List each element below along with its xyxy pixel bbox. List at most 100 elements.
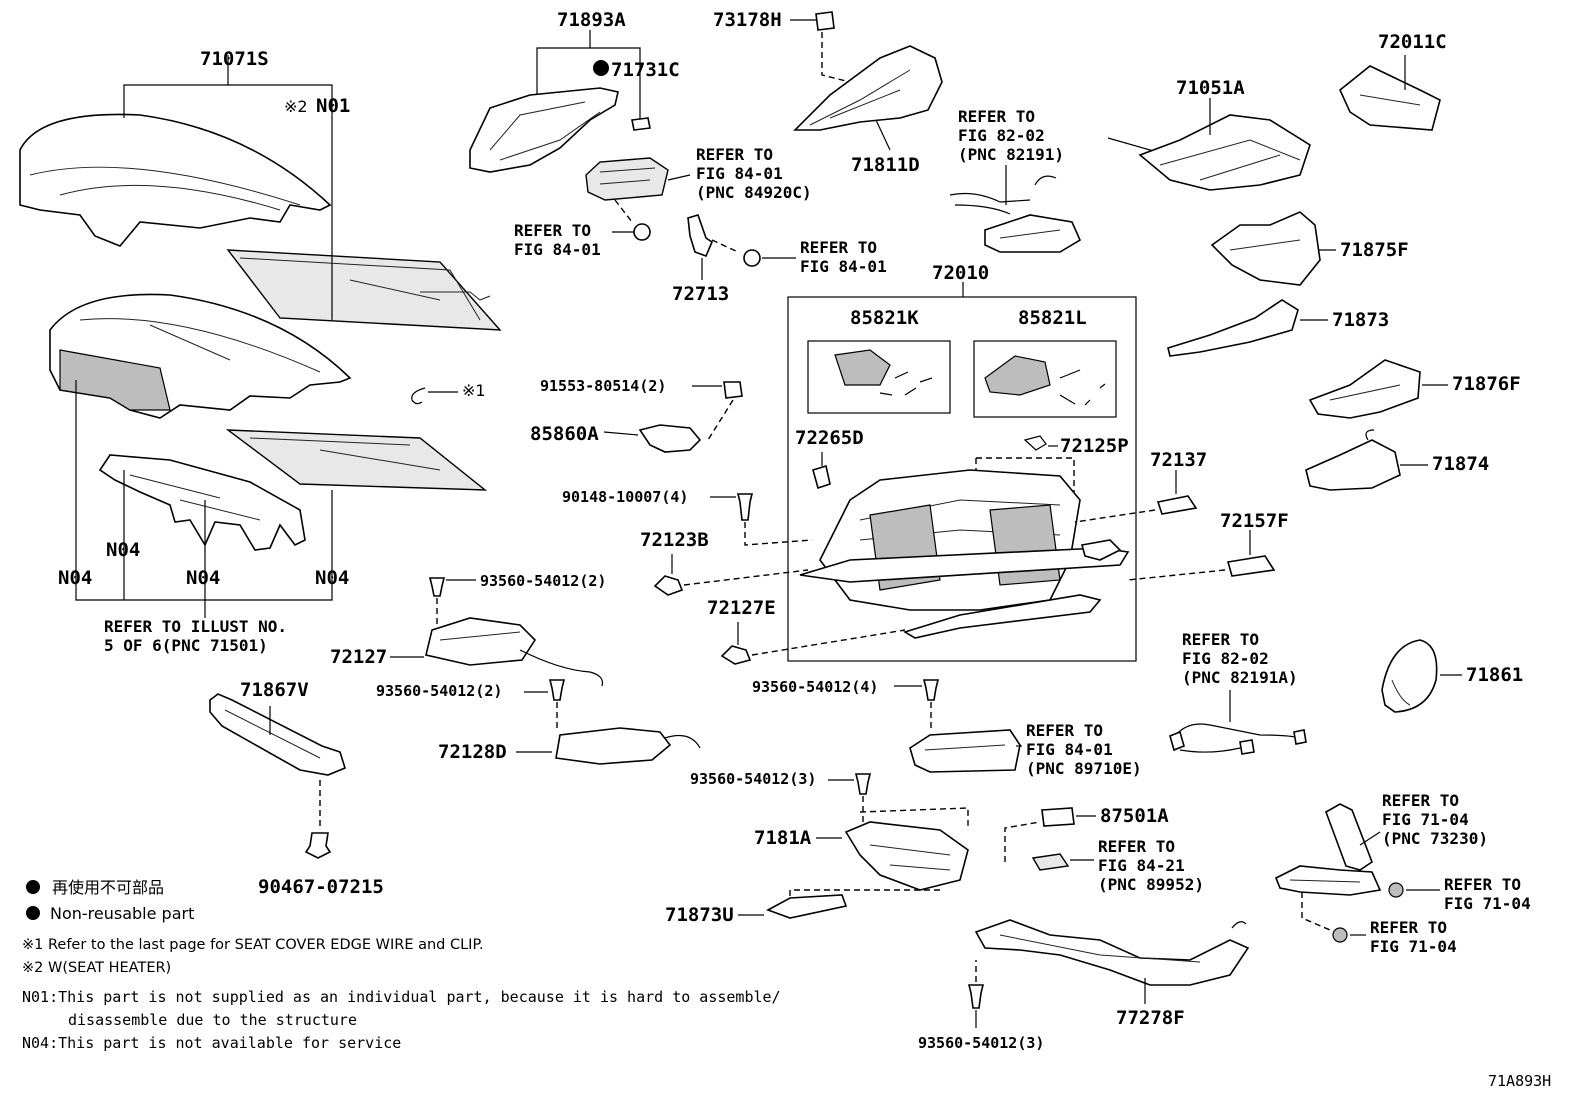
part-72127-group: 93560-54012(2) 72127 [330, 572, 606, 687]
refer-84-01-b-line1: REFER TO [800, 238, 877, 257]
legend-nonreusable-en: Non-reusable part [50, 904, 194, 923]
label-91553-80514: 91553-80514(2) [540, 377, 666, 395]
label-72157F: 72157F [1220, 510, 1289, 532]
harness-82191-group: REFER TO FIG 82-02 (PNC 82191) [949, 107, 1082, 253]
refer-73230-line1: REFER TO [1382, 791, 1459, 810]
label-93560-2b: 93560-54012(2) [376, 682, 502, 700]
refer-84920C-line3: (PNC 84920C) [696, 183, 812, 202]
refer-73230-line3: (PNC 73230) [1382, 829, 1488, 848]
label-N04-d: N04 [315, 567, 349, 589]
right-column-parts: 72011C 71051A 71875F 71873 71876F 71874 [1107, 31, 1521, 491]
label-93560-2a: 93560-54012(2) [480, 572, 606, 590]
part-71893A-group: 71893A 71731C [469, 9, 680, 173]
refer-82191A-line3: (PNC 82191A) [1182, 668, 1298, 687]
label-71873U: 71873U [665, 904, 734, 926]
refer-89952-line3: (PNC 89952) [1098, 875, 1204, 894]
refer-84-01-b-line2: FIG 84-01 [800, 257, 887, 276]
label-N04-b: N04 [58, 567, 92, 589]
parts-72137-72157F: 72137 72157F [1074, 449, 1289, 581]
part-7181A-group: 93560-54012(3) 7181A 71873U [665, 770, 1041, 926]
label-93560-4: 93560-54012(4) [752, 678, 878, 696]
label-72127: 72127 [330, 646, 387, 668]
refer-71-04-a-line1: REFER TO [1444, 875, 1521, 894]
label-93560-3b: 93560-54012(3) [918, 1034, 1044, 1052]
label-72265D: 72265D [795, 427, 864, 449]
note-N04: N04:This part is not available for servi… [22, 1034, 401, 1052]
label-90467-07215: 90467-07215 [258, 876, 384, 898]
label-72011C: 72011C [1378, 31, 1447, 53]
refer-89952-line2: FIG 84-21 [1098, 856, 1185, 875]
label-77278F: 77278F [1116, 1007, 1185, 1029]
seat-adjuster-72010-group: 72010 85821K 85821L 72265D 72125P [787, 262, 1137, 662]
note-2: ※2 W(SEAT HEATER) [22, 960, 171, 976]
refer-89710E-line3: (PNC 89710E) [1026, 759, 1142, 778]
part-72713-group: 72713 REFER TO FIG 84-01 [672, 214, 887, 305]
non-reusable-dot-71731C [593, 60, 609, 76]
label-87501A: 87501A [1100, 805, 1169, 827]
refer-71501-line1: REFER TO ILLUST NO. [104, 617, 287, 636]
legend-dot-jp [26, 880, 40, 894]
label-71051A: 71051A [1176, 77, 1245, 99]
refer-71501-line2: 5 OF 6(PNC 71501) [104, 636, 268, 655]
note2-marker: ※2 [284, 97, 308, 116]
label-72713: 72713 [672, 283, 729, 305]
refer-82191-line2: FIG 82-02 [958, 126, 1045, 145]
label-93560-3a: 93560-54012(3) [690, 770, 816, 788]
label-71867V: 71867V [240, 679, 309, 701]
label-71873: 71873 [1332, 309, 1389, 331]
label-71875F: 71875F [1340, 239, 1409, 261]
parts-87501A-89952: 87501A REFER TO FIG 84-21 (PNC 89952) [1031, 805, 1204, 894]
legend: 再使用不可部品 Non-reusable part ※1 Refer to th… [22, 878, 781, 1052]
refer-84920C-line1: REFER TO [696, 145, 773, 164]
label-71071S: 71071S [200, 48, 269, 70]
label-72127E: 72127E [707, 597, 776, 619]
label-72125P: 72125P [1060, 435, 1129, 457]
part-71861-group: 71861 [1381, 639, 1523, 713]
note-N01-line1: N01:This part is not supplied as an indi… [22, 988, 781, 1006]
refer-82191A-line2: FIG 82-02 [1182, 649, 1269, 668]
label-71731C: 71731C [611, 59, 680, 81]
label-71874: 71874 [1432, 453, 1489, 475]
refer-82191-line1: REFER TO [958, 107, 1035, 126]
diagram-id: 71A893H [1488, 1072, 1551, 1090]
refer-71-04-b-line2: FIG 71-04 [1370, 937, 1457, 956]
label-72137: 72137 [1150, 449, 1207, 471]
label-71893A: 71893A [557, 9, 626, 31]
refer-73230-line2: FIG 71-04 [1382, 810, 1469, 829]
harness-82191A-group: REFER TO FIG 82-02 (PNC 82191A) [1169, 630, 1307, 755]
legend-dot-en [26, 906, 40, 920]
refer-89710E-line1: REFER TO [1026, 721, 1103, 740]
label-73178H: 73178H [713, 9, 782, 31]
label-N04-c: N04 [186, 567, 220, 589]
part-71867V-group: 71867V 90467-07215 [209, 679, 384, 898]
refer-84-01-a-line2: FIG 84-01 [514, 240, 601, 259]
label-N01: N01 [316, 95, 350, 117]
seatbelt-73230-group: REFER TO FIG 71-04 (PNC 73230) REFER TO … [1274, 791, 1531, 956]
refer-84920C-line2: FIG 84-01 [696, 164, 783, 183]
label-85860A: 85860A [530, 423, 599, 445]
label-71811D: 71811D [851, 154, 920, 176]
label-72010: 72010 [932, 262, 989, 284]
refer-71-04-a-line2: FIG 71-04 [1444, 894, 1531, 913]
label-71876F: 71876F [1452, 373, 1521, 395]
part-71811D-group: 73178H 71811D [713, 9, 943, 176]
module-89710E-group: 93560-54012(4) REFER TO FIG 84-01 (PNC 8… [752, 678, 1142, 778]
label-71861: 71861 [1466, 664, 1523, 686]
refer-82191A-line1: REFER TO [1182, 630, 1259, 649]
assembly-box-72010 [787, 296, 1137, 662]
label-85821L: 85821L [1018, 307, 1087, 329]
seat-cushion-group: 71071S ※2 N01 ※1 N04 N04 N04 N04 REFER T… [19, 48, 502, 655]
note1-marker: ※1 [462, 381, 486, 400]
refer-89952-line1: REFER TO [1098, 837, 1175, 856]
refer-84-01-a-line1: REFER TO [514, 221, 591, 240]
refer-71-04-b-line1: REFER TO [1370, 918, 1447, 937]
part-77278F-group: 77278F 93560-54012(3) [918, 919, 1250, 1052]
label-72123B: 72123B [640, 529, 709, 551]
label-90148-10007: 90148-10007(4) [562, 488, 688, 506]
note-1: ※1 Refer to the last page for SEAT COVER… [22, 937, 484, 953]
label-85821K: 85821K [850, 307, 919, 329]
note-N01-line2: disassemble due to the structure [68, 1011, 357, 1029]
refer-82191-line3: (PNC 82191) [958, 145, 1064, 164]
part-72128D-group: 93560-54012(2) 72128D [376, 679, 701, 765]
